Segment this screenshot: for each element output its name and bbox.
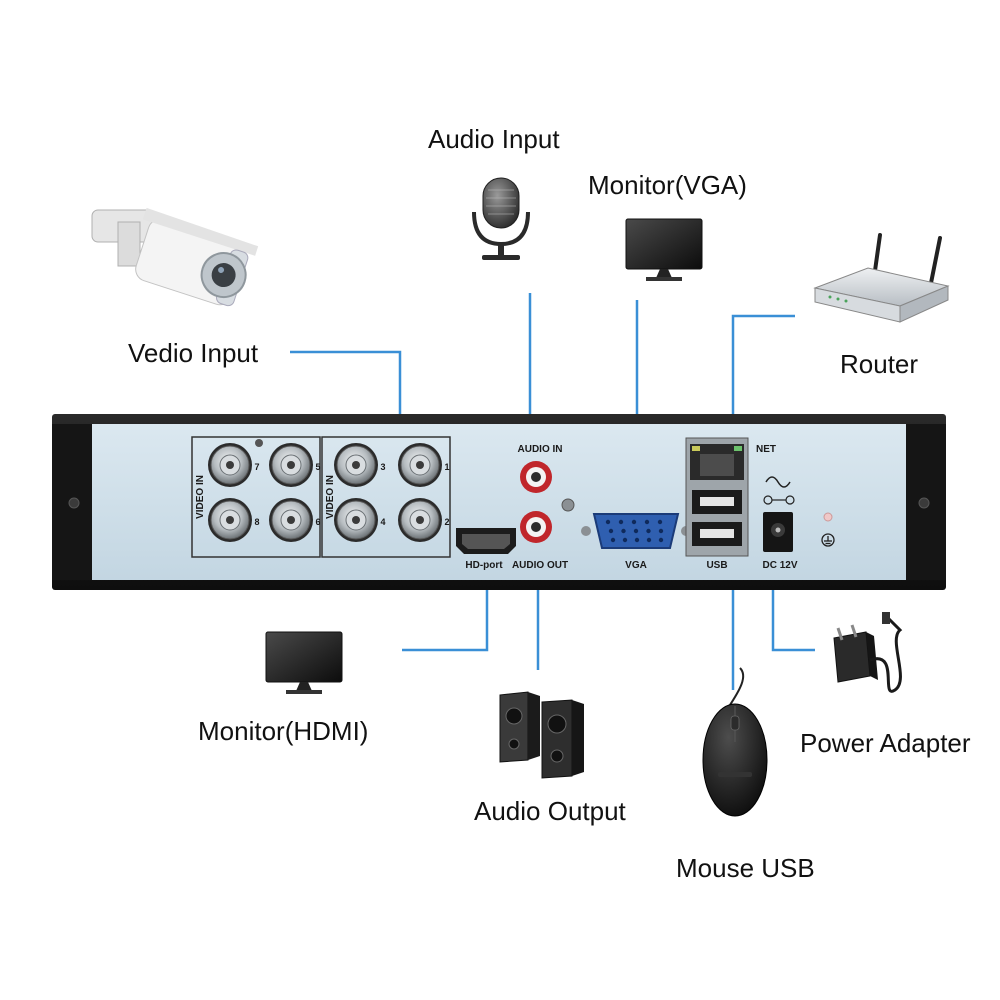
vga-pin <box>634 537 640 543</box>
bnc-channel-number: 6 <box>315 517 320 527</box>
vga-pin <box>605 519 611 525</box>
bnc-connector <box>269 498 313 542</box>
bnc-connectors: 7 5 3 1 8 6 4 2 <box>208 443 450 542</box>
speaker-icon <box>499 691 584 779</box>
usb-label: USB <box>706 560 727 571</box>
bnc-connector <box>398 498 442 542</box>
bnc-connector <box>334 498 378 542</box>
vga-pin <box>633 528 639 534</box>
monitor-vga-label: Monitor(VGA) <box>588 170 747 200</box>
net-label: NET <box>756 444 776 455</box>
bnc-group-left <box>191 436 321 558</box>
audio-out-label: AUDIO OUT <box>512 560 568 571</box>
vga-pin <box>618 519 624 525</box>
leader-monitor-hdmi <box>402 584 489 652</box>
bnc-connector <box>208 498 252 542</box>
ethernet-port <box>690 444 744 480</box>
bnc-channel-number: 3 <box>380 462 385 472</box>
bnc-channel-number: 5 <box>315 462 320 472</box>
vga-pin <box>658 528 664 534</box>
hd-port-label: HD-port <box>465 560 503 571</box>
dvr-back-panel: VIDEO IN VIDEO IN 7 5 3 1 8 6 4 2 AUDIO IN HD-p… <box>52 414 946 590</box>
vga-pin <box>658 537 664 543</box>
bnc-channel-number: 2 <box>444 517 449 527</box>
hdmi-port <box>456 528 516 554</box>
mouse-usb-label: Mouse USB <box>676 853 815 883</box>
leader-lines <box>290 293 815 690</box>
vga-pin <box>610 537 616 543</box>
dc-12v-jack <box>763 512 793 552</box>
bnc-channel-number: 7 <box>254 462 259 472</box>
screw-icon <box>918 497 930 509</box>
monitor-hdmi-label: Monitor(HDMI) <box>198 716 368 746</box>
audio-in-jack <box>520 461 552 493</box>
audio-output-label: Audio Output <box>474 796 627 826</box>
bnc-connector <box>398 443 442 487</box>
vga-port <box>581 513 691 549</box>
video-in-label-left: VIDEO IN <box>195 475 206 519</box>
audio-in-label: AUDIO IN <box>518 444 563 455</box>
video-in-label-right: VIDEO IN <box>325 475 336 519</box>
router-icon <box>813 233 950 323</box>
mouse-icon <box>702 667 768 817</box>
vedio-input-label: Vedio Input <box>128 338 259 368</box>
microphone-icon <box>472 177 530 260</box>
monitor-icon <box>625 218 703 281</box>
leader-video-input <box>290 350 402 420</box>
bnc-channel-number: 8 <box>254 517 259 527</box>
vga-pin <box>657 519 663 525</box>
monitor-icon <box>265 631 343 694</box>
vga-pin <box>646 528 651 534</box>
power-adapter-label: Power Adapter <box>800 728 971 758</box>
vga-pin <box>644 519 650 525</box>
audio-input-label: Audio Input <box>428 124 560 154</box>
usb-port-1 <box>692 490 742 514</box>
bnc-channel-number: 4 <box>380 517 385 527</box>
leader-power-adapter <box>771 584 815 652</box>
vga-pin <box>622 537 628 543</box>
ground-icon <box>821 533 835 547</box>
power-adapter-icon <box>833 612 903 693</box>
dc-12v-label: DC 12V <box>762 560 797 571</box>
ground-screw-icon <box>561 498 575 512</box>
screw-icon <box>68 497 80 509</box>
leader-router <box>731 314 795 420</box>
router-label: Router <box>840 349 918 379</box>
usb-port-2 <box>692 522 742 546</box>
camera-icon <box>91 207 259 307</box>
bnc-connector <box>334 443 378 487</box>
bnc-channel-number: 1 <box>444 462 449 472</box>
screw-icon <box>255 439 263 447</box>
vga-pin <box>621 528 626 534</box>
bnc-group-right <box>321 436 451 558</box>
vga-label: VGA <box>625 560 647 571</box>
vga-pin <box>631 519 637 525</box>
dc-power-icon <box>763 476 795 505</box>
bnc-connector <box>208 443 252 487</box>
vga-pin <box>608 528 614 534</box>
status-led <box>823 512 833 522</box>
vga-pin <box>646 537 652 543</box>
bnc-connector <box>269 443 313 487</box>
audio-out-jack <box>520 511 552 543</box>
